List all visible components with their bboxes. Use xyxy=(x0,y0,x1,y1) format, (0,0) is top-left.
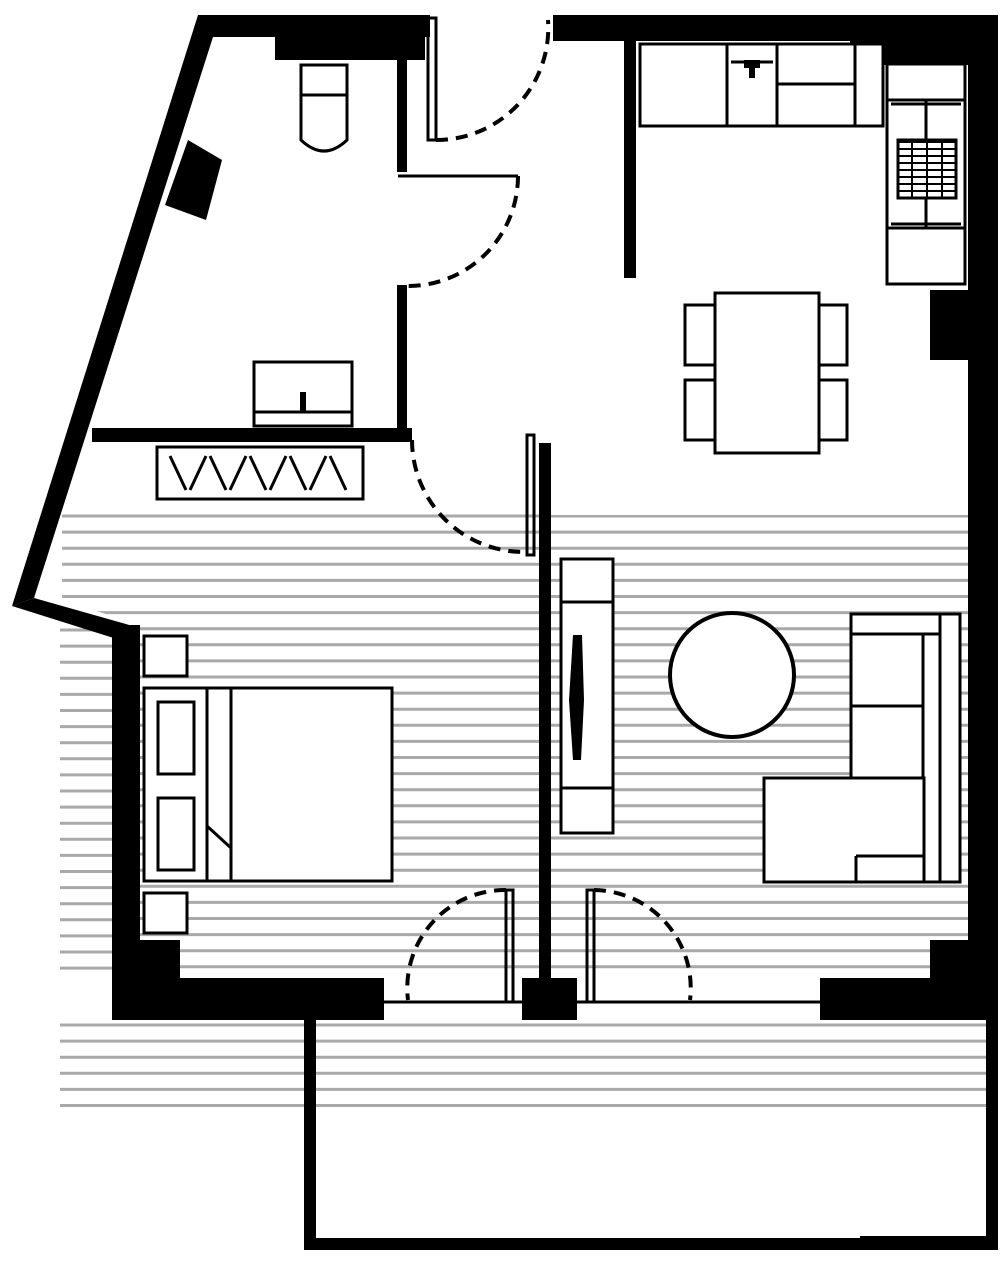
round-coffee-table xyxy=(668,611,796,739)
balcony-floor-hatch-left xyxy=(60,1023,986,1107)
toilet xyxy=(299,63,349,153)
wardrobe-hanger xyxy=(328,455,348,491)
dining-chair xyxy=(683,303,717,367)
wardrobe-hanger xyxy=(268,455,288,491)
wardrobe xyxy=(155,445,365,501)
entrance-door xyxy=(435,19,551,143)
wardrobe-hanger xyxy=(168,455,188,491)
dining-table xyxy=(713,291,821,455)
wardrobe-hanger xyxy=(288,455,308,491)
kitchen-counter xyxy=(638,42,885,128)
exterior-walls xyxy=(12,15,998,1020)
living-balcony-door xyxy=(577,888,820,1004)
wardrobe-hanger xyxy=(308,455,328,491)
cooktop xyxy=(896,138,958,200)
bedroom-outer-hatch xyxy=(60,628,112,970)
bedroom-balcony-door xyxy=(384,887,522,1004)
bathroom-door xyxy=(407,175,520,288)
bedside-table-bottom xyxy=(142,891,189,935)
dining-chair xyxy=(683,378,717,442)
balcony xyxy=(304,1018,998,1250)
bathroom-basin xyxy=(252,360,354,428)
pillow xyxy=(156,796,196,872)
bedside-table-top xyxy=(142,634,189,678)
dining-chair xyxy=(815,303,849,367)
bedroom-door xyxy=(410,439,525,554)
wardrobe-hanger xyxy=(188,455,208,491)
wardrobe-hanger xyxy=(248,455,268,491)
dining-set xyxy=(683,291,849,455)
pillow xyxy=(156,700,196,776)
wardrobe-hanger xyxy=(228,455,248,491)
corner-sofa xyxy=(762,612,962,884)
double-bed xyxy=(142,686,394,883)
interior-walls xyxy=(92,40,636,980)
tv-unit xyxy=(559,557,615,835)
dining-chair xyxy=(815,378,849,442)
wardrobe-hanger xyxy=(208,455,228,491)
